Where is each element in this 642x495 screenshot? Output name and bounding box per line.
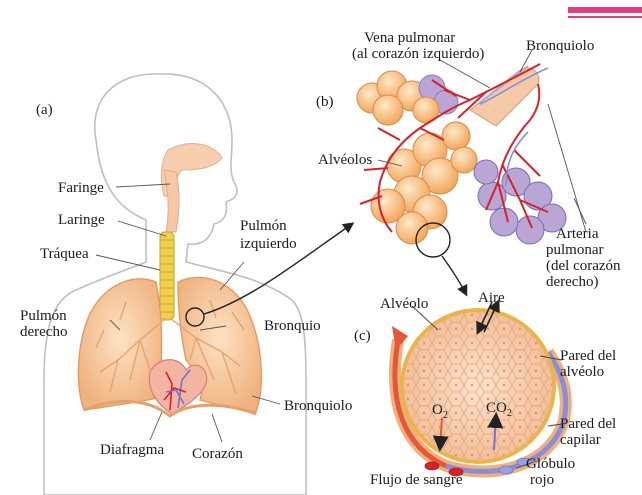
label-pared-alveolo-1: Pared del <box>560 348 616 364</box>
label-corazon: Corazón <box>192 446 243 462</box>
label-vena-pulmonar-2: (al corazón izquierdo) <box>352 46 484 62</box>
torso-figure <box>44 74 306 495</box>
label-globulo-1: Glóbulo <box>526 456 575 472</box>
label-traquea: Tráquea <box>40 246 89 262</box>
label-alveolos: Alvéolos <box>318 152 372 168</box>
panel-a-label: (a) <box>36 102 53 118</box>
label-flujo-de-sangre: Flujo de sangre <box>370 472 462 488</box>
label-bronquio: Bronquio <box>264 318 321 334</box>
label-pared-capilar-1: Pared del <box>560 416 616 432</box>
label-globulo-2: rojo <box>530 472 554 488</box>
label-pulmon-derecho-1: Pulmón <box>20 308 67 324</box>
alveolar-sac-top <box>357 71 458 125</box>
label-alveolo: Alvéolo <box>380 296 428 312</box>
label-faringe: Faringe <box>58 180 104 196</box>
label-arteria-1: Arteria <box>556 226 598 242</box>
label-vena-pulmonar-1: Vena pulmonar <box>364 30 455 46</box>
label-arteria-2: pulmonar <box>546 242 604 258</box>
trachea <box>160 232 174 320</box>
label-o2: O2 <box>432 402 448 424</box>
gas-exchange-detail <box>392 302 566 476</box>
alveoli-cluster <box>357 64 566 257</box>
label-co2: CO2 <box>486 400 512 422</box>
label-pulmon-izquierdo-1: Pulmón <box>240 218 287 234</box>
label-pulmon-derecho-2: derecho <box>20 324 67 340</box>
body-outline <box>44 74 306 495</box>
label-arteria-4: derecho) <box>546 274 598 290</box>
panel-c-label: (c) <box>354 328 371 344</box>
label-arteria-3: (del corazón <box>546 258 621 274</box>
label-laringe: Laringe <box>58 212 105 228</box>
label-pared-capilar-2: capilar <box>560 432 601 448</box>
label-pared-alveolo-2: alvéolo <box>560 364 604 380</box>
label-aire: Aire <box>478 290 505 306</box>
panel-b-label: (b) <box>316 94 334 110</box>
label-bronquiolo-b: Bronquiolo <box>526 38 594 54</box>
zoom-arrow-bc <box>442 256 466 294</box>
label-diafragma: Diafragma <box>100 442 164 458</box>
label-bronquiolo-a: Bronquiolo <box>284 398 352 414</box>
label-pulmon-izquierdo-2: izquierdo <box>240 236 297 252</box>
